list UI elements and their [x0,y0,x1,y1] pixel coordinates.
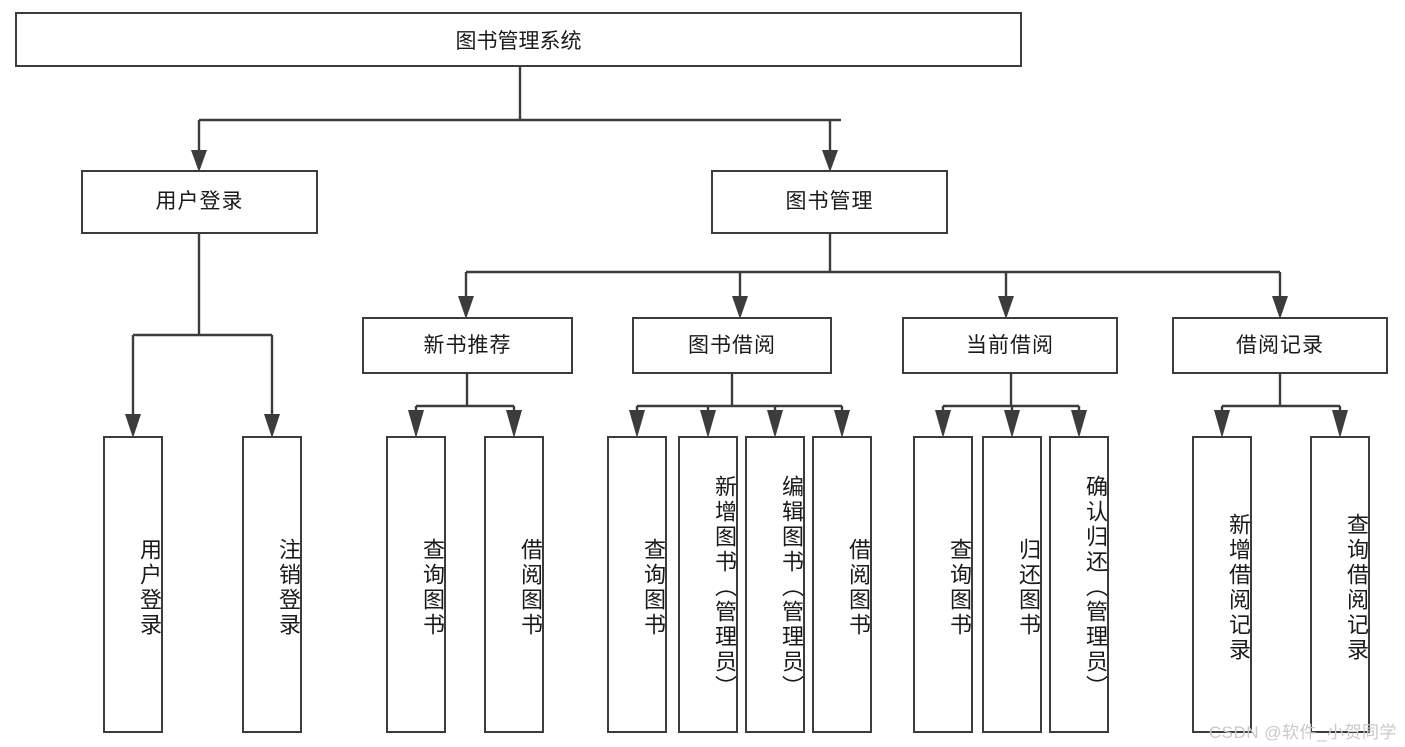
leaf-bb-add-book-admin[interactable]: 新增图书（管理员） [678,436,738,733]
leaf-cb-query-book[interactable]: 查询图书 [913,436,973,733]
node-label: 查询图书 [947,537,972,638]
arrowhead-cb-confirm-return [1071,410,1087,438]
node-label: 用户登录 [155,190,244,214]
arrowhead-cb-query-book [935,410,951,438]
arrowhead-bb-query-book [629,410,645,438]
leaf-user-login[interactable]: 用户登录 [103,436,163,733]
arrowhead-cb-return-book [1004,410,1020,438]
leaf-cb-return-book[interactable]: 归还图书 [982,436,1042,733]
arrowhead-book-mgmt [822,150,838,172]
node-book-management[interactable]: 图书管理 [711,170,948,234]
arrowhead-current-borrow [998,296,1014,319]
node-book-borrow[interactable]: 图书借阅 [632,317,832,374]
node-label: 借阅图书 [846,537,871,638]
node-label: 注销登录 [276,537,301,638]
node-label: 归还图书 [1016,537,1041,638]
leaf-bb-borrow-book[interactable]: 借阅图书 [812,436,872,733]
leaf-nbr-borrow-book[interactable]: 借阅图书 [484,436,544,733]
arrowhead-user-login [191,150,207,172]
node-label: 新增借阅记录 [1226,512,1251,663]
leaf-br-add-record[interactable]: 新增借阅记录 [1192,436,1252,733]
node-label: 查询图书 [641,537,666,638]
arrowhead-br-query-record [1332,410,1348,438]
leaf-bb-edit-book-admin[interactable]: 编辑图书（管理员） [745,436,805,733]
node-label: 当前借阅 [966,333,1054,357]
csdn-watermark: CSDN @软件_小贺同学 [1208,723,1397,742]
arrowhead-nbr-query-book [408,410,424,438]
arrowhead-br-add-record [1214,410,1230,438]
leaf-logout[interactable]: 注销登录 [242,436,302,733]
node-label: 查询借阅记录 [1344,512,1369,663]
node-label: 图书借阅 [688,333,776,357]
node-label: 确认归还（管理员） [1083,475,1108,700]
arrowhead-book-borrow [732,296,748,319]
leaf-bb-query-book[interactable]: 查询图书 [607,436,667,733]
arrowhead-bb-edit-book [767,410,783,438]
node-new-book-recommend[interactable]: 新书推荐 [362,317,573,374]
arrowhead-new-book-rec [458,296,474,319]
node-borrow-record[interactable]: 借阅记录 [1172,317,1388,374]
leaf-br-query-record[interactable]: 查询借阅记录 [1310,436,1370,733]
leaf-cb-confirm-return-admin[interactable]: 确认归还（管理员） [1049,436,1109,733]
node-label: 图书管理系统 [455,29,582,53]
arrowhead-nbr-borrow-book [506,410,522,438]
node-label: 用户登录 [137,537,162,638]
node-root-system[interactable]: 图书管理系统 [15,12,1022,67]
arrowhead-bb-add-book [700,410,716,438]
node-label: 新书推荐 [423,333,512,357]
arrowhead-borrow-record [1272,296,1288,319]
leaf-nbr-query-book[interactable]: 查询图书 [386,436,446,733]
node-label: 借阅记录 [1236,333,1324,357]
node-current-borrow[interactable]: 当前借阅 [902,317,1118,374]
node-user-login[interactable]: 用户登录 [81,170,318,234]
node-label: 借阅图书 [518,537,543,638]
node-label: 图书管理 [785,190,874,214]
node-label: 查询图书 [420,537,445,638]
arrowhead-bb-borrow-book [834,410,850,438]
arrowhead-leaf-logout [264,414,280,438]
node-label: 编辑图书（管理员） [779,475,804,700]
arrowhead-leaf-user-login [125,414,141,438]
node-label: 新增图书（管理员） [712,475,737,700]
